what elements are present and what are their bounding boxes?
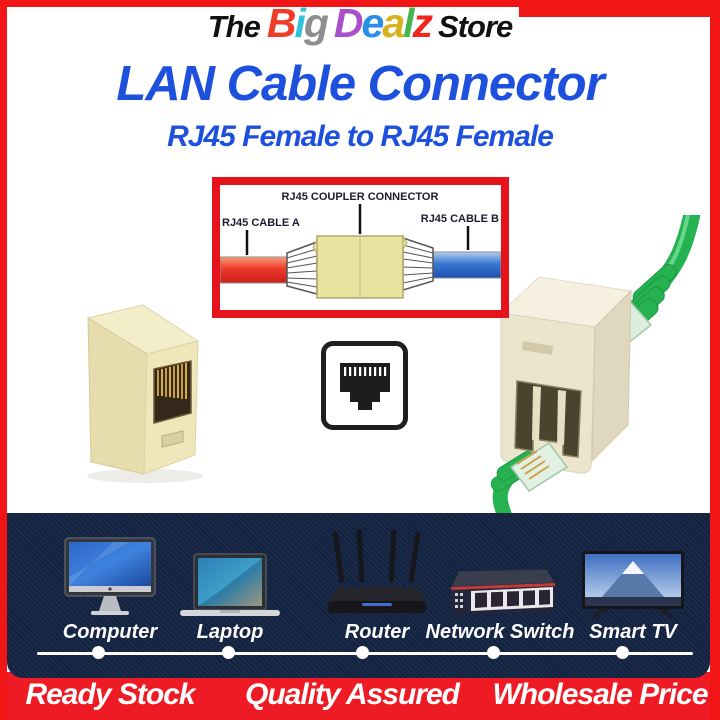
shadow bbox=[87, 469, 203, 483]
tv-icon bbox=[582, 551, 684, 618]
network-switch-image bbox=[445, 531, 555, 619]
smart-tv-image bbox=[582, 531, 684, 619]
top-red-bar bbox=[0, 0, 720, 7]
device-label: Router bbox=[344, 621, 410, 643]
footer-labels: Ready Stock Quality Assured Wholesale Pr… bbox=[0, 672, 720, 720]
brand-letter: D bbox=[333, 0, 364, 46]
brand-letter: g bbox=[303, 0, 329, 46]
coupler-left-art bbox=[86, 304, 203, 483]
store-logo: The B i g D e a l z Store bbox=[0, 3, 720, 45]
coupler-photo-left bbox=[50, 292, 250, 493]
right-red-bar bbox=[710, 0, 720, 720]
cable-b-art bbox=[432, 251, 502, 279]
device-label: Smart TV bbox=[589, 621, 677, 643]
timeline-dot bbox=[222, 646, 235, 659]
coupler-label: RJ45 COUPLER CONNECTOR bbox=[282, 191, 439, 203]
computer-image bbox=[63, 531, 157, 619]
device-label: Laptop bbox=[196, 621, 264, 643]
coupler-right-art bbox=[490, 207, 702, 525]
laptop-image bbox=[178, 531, 282, 619]
device-label: Network Switch bbox=[425, 621, 575, 643]
logo-word-dealz: D e a l z bbox=[333, 0, 433, 46]
cable-a-art bbox=[219, 256, 288, 284]
device-router: Router bbox=[322, 529, 432, 644]
coupler-photo-right bbox=[477, 207, 712, 525]
brand-letter: e bbox=[361, 0, 385, 46]
timeline-dot bbox=[92, 646, 105, 659]
cable-a-label: RJ45 CABLE A bbox=[222, 217, 300, 229]
plug-b-art bbox=[402, 236, 434, 292]
laptop-icon bbox=[180, 553, 280, 616]
timeline-dot bbox=[356, 646, 369, 659]
footer-item: Wholesale Price bbox=[492, 678, 708, 711]
imac-icon bbox=[64, 537, 156, 615]
coupler-art bbox=[312, 234, 408, 299]
cable-b-label: RJ45 CABLE B bbox=[421, 213, 499, 225]
top-slot bbox=[522, 341, 553, 355]
top-right-red-band bbox=[519, 0, 720, 17]
device-laptop: Laptop bbox=[170, 531, 290, 644]
router-image bbox=[328, 529, 426, 619]
device-network-switch: Network Switch bbox=[425, 531, 575, 644]
logo-word-store: Store bbox=[438, 9, 513, 44]
rj45-port-icon bbox=[321, 341, 408, 430]
footer-item: Ready Stock bbox=[25, 678, 195, 711]
timeline-dot bbox=[487, 646, 500, 659]
coupler-body bbox=[499, 276, 633, 474]
bottom-red-bar bbox=[0, 672, 720, 720]
timeline-dot bbox=[616, 646, 629, 659]
logo-word-big: B i g bbox=[266, 0, 329, 46]
rj45-glyph bbox=[339, 362, 390, 410]
coupler-diagram-panel: RJ45 COUPLER CONNECTOR RJ45 CABLE A RJ45… bbox=[212, 177, 509, 318]
logo-word-the: The bbox=[207, 9, 261, 44]
rj45-female-port bbox=[153, 360, 192, 424]
plug-a-art bbox=[286, 240, 318, 295]
brand-letter: B bbox=[266, 0, 297, 46]
bottom-port bbox=[514, 380, 582, 458]
latch-slot bbox=[161, 430, 184, 448]
left-red-bar bbox=[0, 0, 7, 720]
coupler-diagram: RJ45 COUPLER CONNECTOR RJ45 CABLE A RJ45… bbox=[219, 191, 502, 299]
device-smart-tv: Smart TV bbox=[573, 531, 693, 644]
device-label: Computer bbox=[62, 621, 158, 643]
device-computer: Computer bbox=[45, 531, 175, 644]
brand-letter: i bbox=[294, 0, 305, 46]
footer-item: Quality Assured bbox=[245, 678, 460, 711]
devices-band: Computer Laptop bbox=[7, 513, 710, 678]
page-subtitle: RJ45 Female to RJ45 Female bbox=[167, 120, 554, 153]
brand-letter: a bbox=[382, 0, 405, 46]
brand-letter: z bbox=[412, 0, 433, 46]
brand-letter: l bbox=[403, 0, 414, 46]
page-title: LAN Cable Connector bbox=[116, 57, 604, 111]
switch-icon bbox=[450, 568, 555, 615]
green-cable-bottom bbox=[490, 441, 569, 525]
router-icon bbox=[328, 529, 426, 613]
